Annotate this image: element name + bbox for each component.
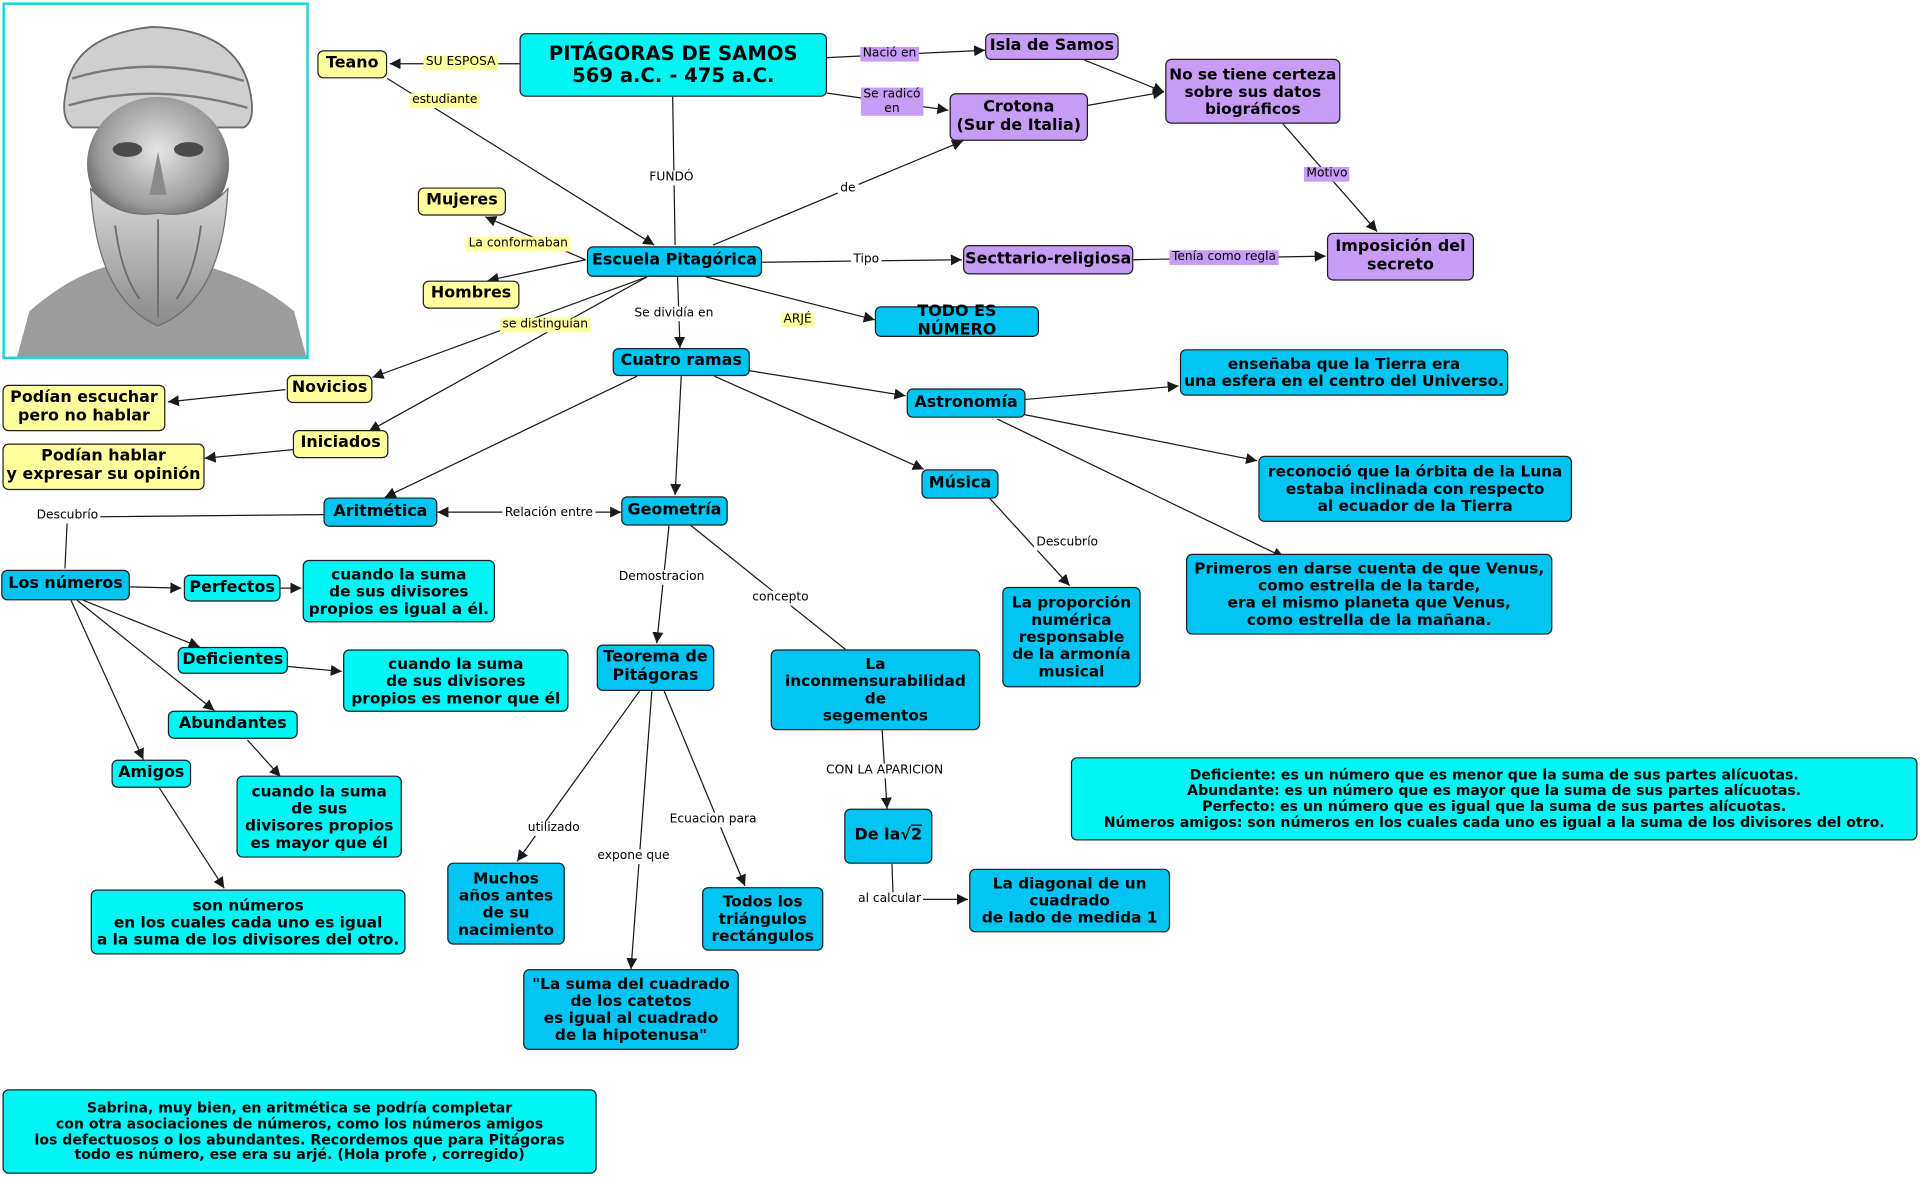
sqrt-radicand: 2: [910, 826, 923, 845]
node-no-certeza[interactable]: No se tiene certeza sobre sus datos biog…: [1165, 58, 1341, 124]
node-todos-triangulos[interactable]: Todos los triángulos rectángulos: [702, 887, 824, 951]
link-teorema-muchos: [516, 690, 641, 862]
node-los-numeros[interactable]: Los números: [1, 569, 130, 601]
node-hombres[interactable]: Hombres: [422, 280, 520, 309]
label-se-distinguian: se distinguían: [499, 317, 591, 332]
node-teano[interactable]: Teano: [317, 50, 388, 79]
node-definiciones[interactable]: Deficiente: es un número que es menor qu…: [1070, 757, 1918, 841]
node-mujeres[interactable]: Mujeres: [417, 187, 507, 216]
node-de-la-raiz-dos[interactable]: De la√2: [844, 808, 933, 864]
link-escuela-todo: [705, 276, 875, 323]
node-escuela-pitagorica[interactable]: Escuela Pitagórica: [586, 246, 763, 277]
node-isla-samos[interactable]: Isla de Samos: [985, 33, 1119, 61]
node-cuatro-ramas[interactable]: Cuatro ramas: [612, 347, 750, 377]
label-ecuacion-para: Ecuacion para: [667, 812, 759, 827]
node-imposicion[interactable]: Imposición del secreto: [1326, 232, 1474, 281]
link-escuela-hombres: [487, 259, 586, 284]
link-numeros-deficientes: [83, 599, 200, 648]
sqrt-icon: √: [900, 826, 911, 845]
link-aritmetica-numeros: [64, 513, 324, 569]
label-demostracion: Demostracion: [616, 570, 707, 585]
label-la-conformaban: La conformaban: [466, 236, 571, 251]
link-teorema-triangulos: [663, 690, 746, 887]
node-sectario-religiosa[interactable]: Secttario-religiosa: [963, 245, 1134, 275]
node-aritmetica[interactable]: Aritmética: [323, 497, 438, 527]
node-muchos-anos[interactable]: Muchos años antes de su nacimiento: [447, 862, 565, 945]
link-amigos-def: [158, 787, 225, 889]
node-inconmensurabilidad[interactable]: La inconmensurabilidad de segementos: [770, 649, 981, 731]
label-al-calcular: al calcular: [855, 892, 924, 907]
node-proporcion[interactable]: La proporción numérica responsable de la…: [1002, 586, 1141, 688]
label-tenia-como-regla: Tenía como regla: [1169, 250, 1279, 265]
node-comentario[interactable]: Sabrina, muy bien, en aritmética se podr…: [2, 1089, 597, 1174]
link-astro-tierra: [1025, 381, 1179, 401]
link-ramas-astronomia: [744, 369, 906, 400]
label-descubrio-1: Descubrío: [34, 508, 101, 523]
node-podian-escuchar[interactable]: Podían escuchar pero no hablar: [2, 384, 166, 432]
label-relacion-entre: Relación entre: [502, 506, 596, 521]
node-novicios[interactable]: Novicios: [286, 374, 373, 404]
label-utilizado: utilizado: [525, 821, 583, 836]
link-geometria-incon: [690, 525, 846, 650]
node-crotona[interactable]: Crotona (Sur de Italia): [949, 93, 1089, 141]
node-perfectos-def[interactable]: cuando la suma de sus divisores propios …: [302, 559, 495, 623]
node-geometria[interactable]: Geometría: [621, 496, 728, 526]
node-amigos-def[interactable]: son números en los cuales cada uno es ig…: [90, 889, 406, 955]
link-novicios-escuchar: [167, 389, 286, 407]
node-abundantes-def[interactable]: cuando la suma de sus divisores propios …: [236, 775, 402, 858]
node-tierra-esfera[interactable]: enseñaba que la Tierra era una esfera en…: [1179, 349, 1509, 396]
label-arje: ARJÉ: [781, 312, 815, 327]
label-se-dividia-en: Se dividía en: [631, 306, 716, 321]
node-deficientes-def[interactable]: cuando la suma de sus divisores propios …: [343, 649, 569, 712]
node-teorema[interactable]: Teorema de Pitágoras: [596, 644, 715, 692]
node-suma-cuadrado[interactable]: "La suma del cuadrado de los catetos es …: [523, 969, 739, 1051]
node-musica[interactable]: Música: [921, 469, 999, 499]
link-numeros-amigos: [70, 600, 144, 760]
title-node[interactable]: PITÁGORAS DE SAMOS 569 a.C. - 475 a.C.: [519, 33, 828, 97]
link-astro-luna: [1021, 413, 1258, 464]
link-escuela-iniciados: [368, 276, 648, 432]
link-musica-proporcion: [989, 498, 1071, 587]
label-tipo: Tipo: [850, 252, 882, 267]
link-numeros-perfectos: [129, 582, 182, 594]
label-expone-que: expone que: [594, 849, 672, 864]
label-su-esposa: SU ESPOSA: [423, 55, 498, 70]
node-venus[interactable]: Primeros en darse cuenta de que Venus, c…: [1186, 553, 1553, 635]
link-numeros-abundantes: [76, 599, 215, 712]
pythagoras-portrait: [2, 2, 309, 359]
label-de: de: [837, 181, 858, 196]
node-perfectos[interactable]: Perfectos: [183, 574, 281, 602]
node-diagonal[interactable]: La diagonal de un cuadrado de lado de me…: [969, 868, 1171, 933]
link-ramas-musica: [714, 375, 925, 470]
de-la-text: De la: [854, 826, 901, 845]
label-estudiante: estudiante: [409, 93, 480, 108]
node-astronomia[interactable]: Astronomía: [906, 388, 1026, 418]
link-samos-certeza: [1084, 59, 1165, 93]
link-geometria-teorema: [652, 525, 670, 644]
label-nacio-en: Nació en: [860, 46, 919, 61]
label-motivo: Motivo: [1303, 166, 1350, 182]
link-deficientes-def: [287, 664, 342, 676]
link-ramas-aritmetica: [384, 375, 638, 498]
link-teorema-suma: [626, 690, 653, 970]
node-deficientes[interactable]: Deficientes: [177, 646, 288, 674]
node-orbita-luna[interactable]: reconoció que la órbita de la Luna estab…: [1258, 455, 1572, 522]
link-crotona-certeza: [1087, 88, 1165, 106]
label-concepto: concepto: [749, 590, 812, 605]
link-abundantes-def: [247, 739, 282, 778]
label-con-la-aparicion: CON LA APARICION: [823, 763, 946, 778]
node-iniciados[interactable]: Iniciados: [292, 430, 389, 459]
link-ramas-geometria: [670, 376, 682, 496]
label-descubrio-2: Descubrío: [1033, 535, 1101, 550]
bust-portrait-icon: [4, 4, 307, 357]
label-se-radico-en: Se radicó en: [860, 87, 924, 116]
node-amigos[interactable]: Amigos: [111, 759, 192, 788]
node-todo-es-numero[interactable]: TODO ES NÚMERO: [874, 303, 1040, 339]
node-abundantes[interactable]: Abundantes: [167, 710, 298, 739]
label-fundo: FUNDÓ: [646, 170, 697, 185]
link-astro-venus: [997, 418, 1285, 559]
node-podian-hablar[interactable]: Podían hablar y expresar su opinión: [2, 443, 205, 491]
link-iniciados-hablar: [204, 449, 293, 463]
